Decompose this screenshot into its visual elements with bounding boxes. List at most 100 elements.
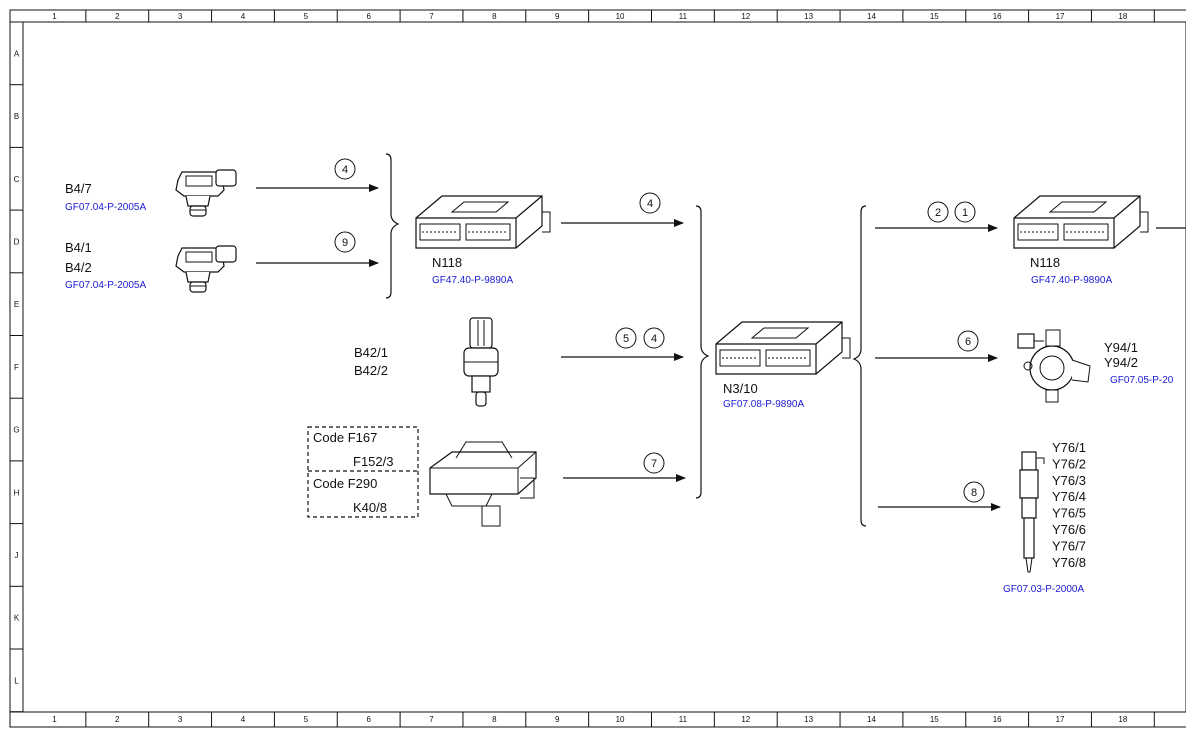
module-n118-right-icon bbox=[1013, 195, 1149, 249]
callout-2 bbox=[927, 201, 949, 223]
sensor-b4-1-icon bbox=[175, 245, 237, 293]
y76-label: Y76/5 bbox=[1052, 506, 1086, 521]
b4-2-label: B4/2 bbox=[65, 260, 92, 275]
column-tick-label: 17 bbox=[1056, 715, 1065, 724]
sensor-b4-7-icon bbox=[175, 169, 237, 217]
column-tick-label: 15 bbox=[930, 715, 939, 724]
column-tick-label: 1 bbox=[52, 715, 57, 724]
column-tick-label: 14 bbox=[867, 715, 876, 724]
module-n118-icon bbox=[415, 195, 551, 249]
callout-2-text: 2 bbox=[935, 207, 941, 219]
y76-label: Y76/8 bbox=[1052, 555, 1086, 570]
column-tick-label: 3 bbox=[178, 715, 183, 724]
b4-7-label: B4/7 bbox=[65, 181, 92, 196]
y76-label: Y76/3 bbox=[1052, 473, 1086, 488]
column-tick-label: 16 bbox=[993, 715, 1002, 724]
k40-8-label: K40/8 bbox=[353, 500, 387, 515]
row-tick-label: A bbox=[14, 49, 20, 58]
row-tick-label: B bbox=[14, 112, 19, 121]
module-n3-10-icon bbox=[715, 321, 851, 375]
n118-right-label: N118 bbox=[1030, 255, 1060, 270]
row-tick-label: E bbox=[14, 300, 19, 309]
bracket-center bbox=[695, 205, 710, 499]
n118-right-ref-link[interactable]: GF47.40-P-9890A bbox=[1031, 275, 1112, 286]
column-tick-label: 7 bbox=[429, 715, 434, 724]
b4-1-ref-link[interactable]: GF07.04-P-2005A bbox=[65, 280, 146, 291]
callout-5 bbox=[615, 327, 637, 349]
row-tick-label: C bbox=[14, 175, 20, 184]
callout-6-text: 6 bbox=[965, 336, 971, 348]
relay-module-icon bbox=[429, 441, 537, 527]
callout-4-top bbox=[334, 158, 356, 180]
column-tick-label: 16 bbox=[993, 12, 1002, 21]
b42-1-label: B42/1 bbox=[354, 345, 388, 360]
column-tick-label: 6 bbox=[366, 715, 371, 724]
y76-label: Y76/4 bbox=[1052, 489, 1086, 504]
callout-4-n118 bbox=[639, 192, 661, 214]
row-tick-label: G bbox=[13, 426, 19, 435]
callout-4-top-text: 4 bbox=[342, 164, 348, 176]
callout-8-text: 8 bbox=[971, 487, 977, 499]
b4-7-ref-link[interactable]: GF07.04-P-2005A bbox=[65, 202, 146, 213]
column-tick-label: 8 bbox=[492, 12, 497, 21]
column-tick-label: 4 bbox=[241, 715, 246, 724]
column-tick-label: 5 bbox=[304, 715, 309, 724]
column-tick-label: 4 bbox=[241, 12, 246, 21]
column-tick-label: 12 bbox=[741, 12, 750, 21]
y76-ref-link[interactable]: GF07.03-P-2000A bbox=[1003, 584, 1084, 595]
y76-label: Y76/6 bbox=[1052, 522, 1086, 537]
column-tick-label: 14 bbox=[867, 12, 876, 21]
y94-1-label: Y94/1 bbox=[1104, 340, 1138, 355]
row-tick-label: F bbox=[14, 363, 19, 372]
column-tick-label: 10 bbox=[616, 715, 625, 724]
column-tick-label: 2 bbox=[115, 12, 120, 21]
y94-ref-link[interactable]: GF07.05-P-20 bbox=[1110, 375, 1174, 386]
callout-8 bbox=[963, 481, 985, 503]
code-f290-label: Code F290 bbox=[313, 476, 377, 491]
row-tick-label: L bbox=[14, 676, 19, 685]
valve-y94-icon bbox=[1017, 329, 1091, 403]
n3-10-ref-link[interactable]: GF07.08-P-9890A bbox=[723, 399, 804, 410]
column-tick-label: 9 bbox=[555, 12, 560, 21]
column-tick-label: 8 bbox=[492, 715, 497, 724]
callout-1-text: 1 bbox=[962, 207, 968, 219]
callout-4-b42-text: 4 bbox=[651, 333, 657, 345]
bracket-right bbox=[852, 205, 867, 527]
injector-y76-icon bbox=[1019, 451, 1045, 573]
bracket-left bbox=[385, 153, 400, 299]
column-tick-label: 13 bbox=[804, 12, 813, 21]
column-tick-label: 11 bbox=[679, 12, 688, 21]
column-tick-label: 6 bbox=[366, 12, 371, 21]
n118-label: N118 bbox=[432, 255, 462, 270]
b42-2-label: B42/2 bbox=[354, 363, 388, 378]
column-tick-label: 10 bbox=[616, 12, 625, 21]
column-tick-label: 17 bbox=[1056, 12, 1065, 21]
column-tick-label: 18 bbox=[1118, 12, 1127, 21]
row-tick-label: D bbox=[14, 237, 20, 246]
y76-label: Y76/7 bbox=[1052, 538, 1086, 553]
column-tick-label: 3 bbox=[178, 12, 183, 21]
column-tick-label: 11 bbox=[679, 715, 688, 724]
callout-4-n118-text: 4 bbox=[647, 198, 653, 210]
column-tick-label: 9 bbox=[555, 715, 560, 724]
column-tick-label: 2 bbox=[115, 715, 120, 724]
column-tick-label: 7 bbox=[429, 12, 434, 21]
n118-ref-link[interactable]: GF47.40-P-9890A bbox=[432, 275, 513, 286]
row-tick-label: J bbox=[15, 551, 19, 560]
callout-1 bbox=[954, 201, 976, 223]
callout-9-text: 9 bbox=[342, 237, 348, 249]
column-tick-label: 12 bbox=[741, 715, 750, 724]
callout-7 bbox=[643, 452, 665, 474]
callout-5-text: 5 bbox=[623, 333, 629, 345]
callout-7-text: 7 bbox=[651, 458, 657, 470]
row-tick-label: K bbox=[14, 614, 20, 623]
f152-3-label: F152/3 bbox=[353, 454, 393, 469]
column-tick-label: 1 bbox=[52, 12, 57, 21]
pressure-sensor-b42-icon bbox=[463, 317, 499, 407]
column-tick-label: 13 bbox=[804, 715, 813, 724]
drawing-frame bbox=[9, 9, 1186, 728]
column-tick-label: 18 bbox=[1118, 715, 1127, 724]
y76-label: Y76/2 bbox=[1052, 456, 1086, 471]
